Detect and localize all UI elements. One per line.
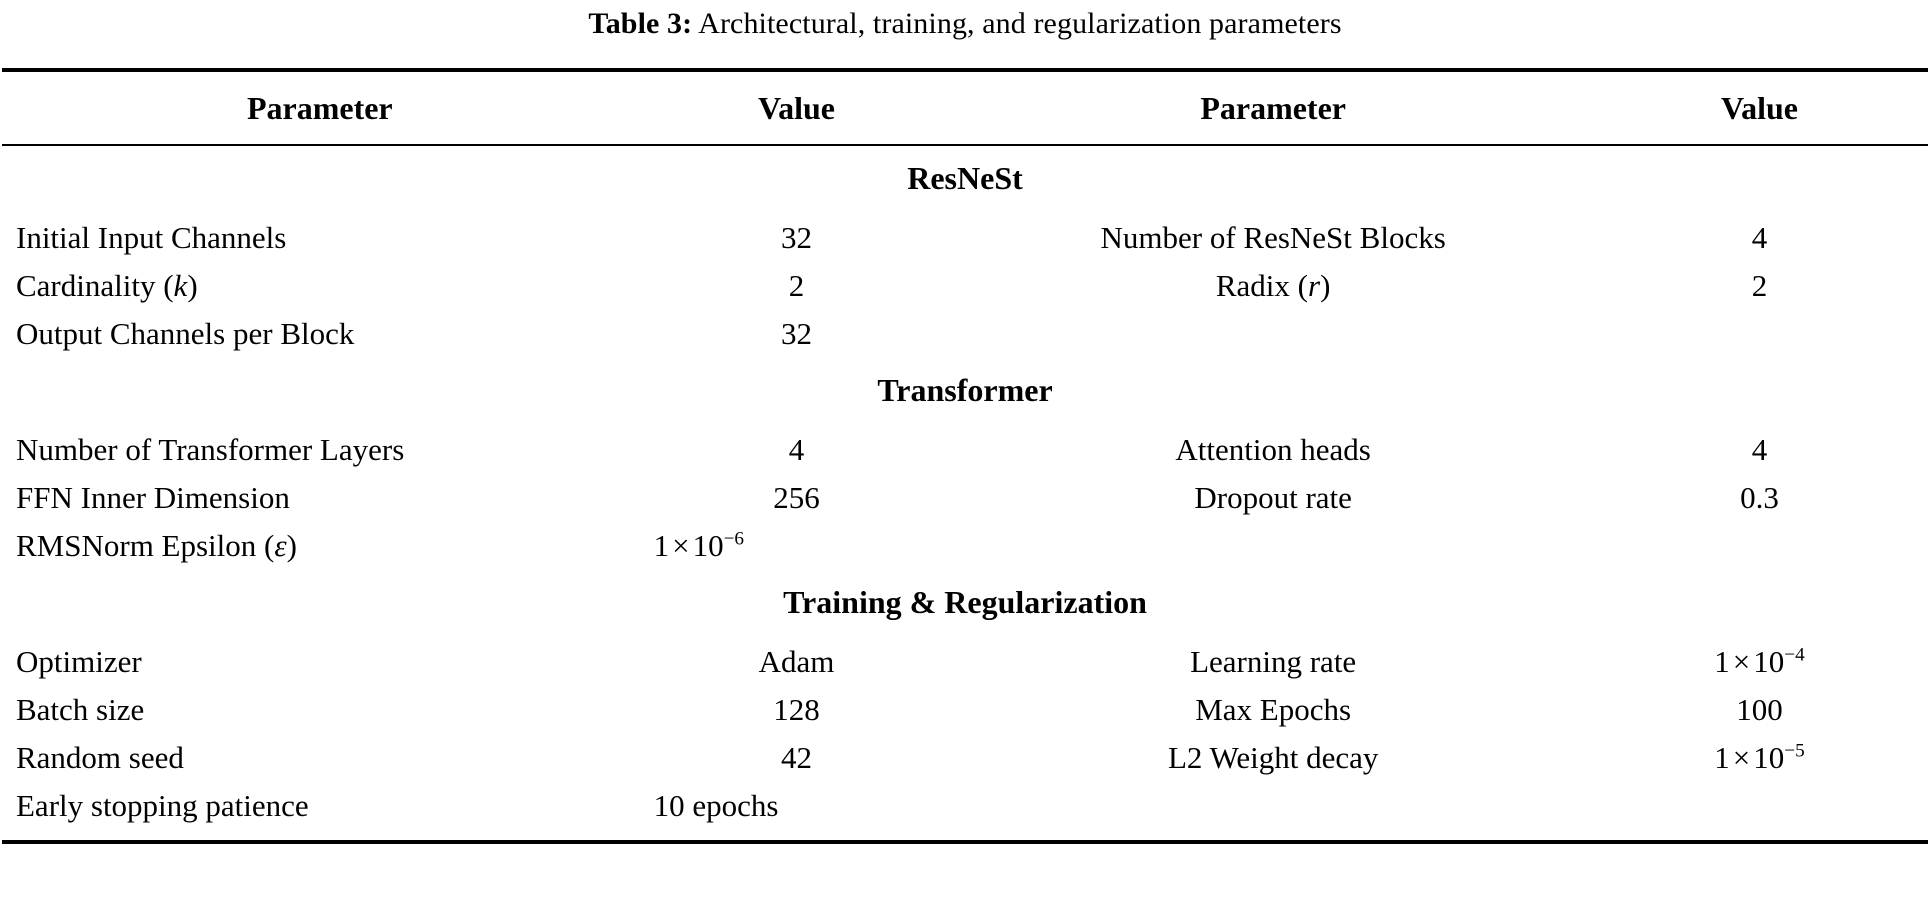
table-row: Output Channels per Block 32 — [2, 310, 1928, 358]
row-parameter-left: FFN Inner Dimension — [16, 480, 290, 515]
row-value-right: 4 — [1751, 432, 1768, 467]
exponent: −4 — [1784, 644, 1805, 666]
times-symbol: × — [672, 528, 690, 563]
mantissa: 1 — [1714, 644, 1730, 679]
column-header-parameter-left: Parameter — [246, 90, 393, 126]
section-title-transformer: Transformer — [877, 372, 1053, 408]
row-value-right — [1591, 310, 1928, 358]
section-header-row-resnest: ResNeSt — [2, 146, 1928, 210]
section-title-resnest: ResNeSt — [907, 160, 1023, 196]
section-header-row-training: Training & Regularization — [2, 570, 1928, 634]
row-parameter-left: Number of Transformer Layers — [16, 432, 405, 467]
row-value-right: 100 — [1736, 692, 1783, 727]
section-header-row-transformer: Transformer — [2, 358, 1928, 422]
table-header-row: Parameter Value Parameter Value — [2, 72, 1928, 144]
row-value-left: 256 — [773, 480, 820, 515]
column-header-value-right: Value — [1720, 90, 1798, 126]
row-parameter-right — [955, 522, 1591, 570]
row-value-right: 1×10−5 — [1591, 734, 1928, 782]
base: 10 — [692, 528, 724, 563]
row-parameter-right — [955, 782, 1591, 830]
row-parameter-right: L2 Weight decay — [1167, 740, 1379, 775]
table-row: Optimizer Adam Learning rate 1×10−4 — [2, 634, 1928, 686]
row-value-right: 2 — [1751, 268, 1768, 303]
row-value-right: 4 — [1751, 220, 1768, 255]
table-container: Parameter Value Parameter Value ResNeSt … — [0, 68, 1930, 844]
table-row: Cardinality (k) 2 Radix (r) 2 — [2, 262, 1928, 310]
caption-text: Architectural, training, and regularizat… — [698, 7, 1342, 40]
row-parameter-right: Number of ResNeSt Blocks — [1100, 220, 1446, 255]
row-parameter-left: Initial Input Channels — [16, 220, 287, 255]
mantissa: 1 — [653, 528, 670, 563]
row-value-left: 32 — [780, 316, 812, 351]
row-value-left: 42 — [780, 740, 812, 775]
row-parameter-right — [955, 310, 1591, 358]
column-header-value-left: Value — [757, 90, 835, 126]
table-bottom-rule — [2, 840, 1928, 844]
exponent: −5 — [1784, 740, 1805, 762]
row-value-left: 4 — [788, 432, 805, 467]
table-caption: Table 3: Architectural, training, and re… — [0, 0, 1930, 68]
row-value-right: 1×10−4 — [1591, 634, 1928, 686]
row-parameter-left: Cardinality (k) — [16, 268, 198, 303]
row-value-left: 1×10−6 — [638, 522, 956, 570]
row-value-left: Adam — [758, 644, 835, 679]
symbol-epsilon: ε — [274, 528, 287, 563]
base: 10 — [1753, 740, 1785, 775]
row-parameter-right: Max Epochs — [1195, 692, 1352, 727]
table-header-rule — [2, 144, 1928, 146]
row-parameter-left: Output Channels per Block — [16, 316, 355, 351]
times-symbol: × — [1732, 644, 1751, 679]
symbol-k: k — [173, 268, 188, 303]
row-parameter-right: Attention heads — [1175, 432, 1371, 467]
times-symbol: × — [1732, 740, 1751, 775]
row-value-right — [1591, 782, 1928, 830]
table-bottom-spacer — [2, 830, 1928, 840]
table-row: FFN Inner Dimension 256 Dropout rate 0.3 — [2, 474, 1928, 522]
table-top-rule — [2, 68, 1928, 72]
row-parameter-left: Optimizer — [16, 644, 142, 679]
row-parameter-left: Batch size — [16, 692, 145, 727]
table-row: Batch size 128 Max Epochs 100 — [2, 686, 1928, 734]
row-value-left: 2 — [788, 268, 805, 303]
exponent: −6 — [723, 528, 744, 550]
row-value-left: 32 — [780, 220, 812, 255]
table-row: Initial Input Channels 32 Number of ResN… — [2, 210, 1928, 262]
section-title-training: Training & Regularization — [783, 584, 1147, 620]
row-parameter-left: RMSNorm Epsilon (ε) — [16, 528, 297, 563]
mantissa: 1 — [1714, 740, 1730, 775]
row-parameter-left: Random seed — [16, 740, 184, 775]
symbol-r: r — [1308, 268, 1321, 303]
row-value-right — [1591, 522, 1928, 570]
table-row: Number of Transformer Layers 4 Attention… — [2, 422, 1928, 474]
parameters-table-body: ResNeSt Initial Input Channels 32 Number… — [2, 146, 1928, 840]
row-parameter-right: Learning rate — [1190, 644, 1357, 679]
table-row: Random seed 42 L2 Weight decay 1×10−5 — [2, 734, 1928, 782]
table-row: Early stopping patience 10 epochs — [2, 782, 1928, 830]
parameters-table: Parameter Value Parameter Value — [2, 72, 1928, 144]
row-parameter-left: Early stopping patience — [16, 788, 309, 823]
row-value-left: 10 epochs — [653, 788, 779, 823]
caption-label: Table 3: — [588, 7, 693, 40]
row-parameter-right: Dropout rate — [1194, 480, 1352, 515]
row-value-right: 0.3 — [1740, 480, 1779, 515]
base: 10 — [1753, 644, 1785, 679]
row-parameter-right: Radix (r) — [1215, 268, 1331, 303]
table-row: RMSNorm Epsilon (ε) 1×10−6 — [2, 522, 1928, 570]
row-value-left: 128 — [773, 692, 820, 727]
column-header-parameter-right: Parameter — [1200, 90, 1346, 126]
